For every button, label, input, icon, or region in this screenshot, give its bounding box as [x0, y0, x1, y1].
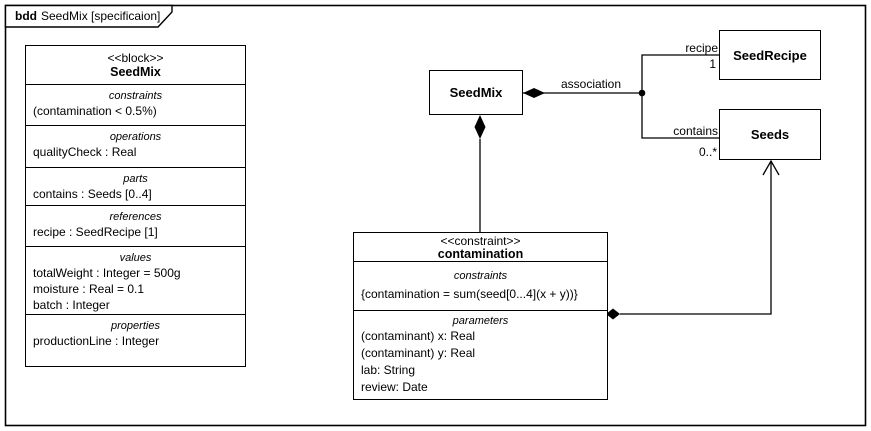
seeds-node-name: Seeds — [750, 127, 790, 142]
seedmix-parts-compartment: parts contains : Seeds [0..4] — [26, 167, 245, 205]
compartment-line: productionLine : Integer — [33, 334, 160, 348]
composition-edge-contamination-seeds — [606, 159, 780, 320]
compartment-line: moisture : Real = 0.1 — [33, 282, 145, 296]
seedrecipe-node-name: SeedRecipe — [733, 47, 807, 63]
compartment-label: parts — [123, 173, 148, 185]
compartment-label: parameters — [452, 315, 509, 327]
compartment-label: values — [119, 252, 152, 264]
contains-role-label: contains — [673, 124, 718, 138]
open-arrowhead-icon — [762, 159, 780, 176]
seedmix-properties-compartment: properties productionLine : Integer — [26, 314, 245, 366]
compartment-line: contains : Seeds [0..4] — [33, 187, 152, 201]
compartment-line: recipe : SeedRecipe [1] — [33, 225, 158, 239]
compartment-label: references — [109, 211, 162, 223]
contains-edge — [641, 93, 719, 139]
parameter-line: (contaminant) y: Real — [361, 346, 476, 360]
parameter-line: review: Date — [361, 380, 428, 394]
frame-title-tab: bdd SeedMix [specificaion] — [15, 9, 160, 23]
seedmix-node: SeedMix — [429, 70, 523, 115]
constraint-constraints-compartment: constraints {contamination = sum(seed[0.… — [354, 261, 607, 310]
contamination-constraint-block: <<constraint>> contamination constraints… — [353, 232, 608, 400]
seeds-node: Seeds — [719, 109, 821, 160]
compartment-label: operations — [109, 131, 162, 143]
parameter-line: lab: String — [361, 363, 416, 377]
constraint-stereotype: <<constraint>> — [440, 234, 521, 248]
composition-edge-seedmix-contamination — [474, 115, 486, 232]
constraint-parameters-compartment: parameters (contaminant) x: Real (contam… — [354, 310, 607, 399]
compartment-label: constraints — [108, 90, 163, 102]
seedmix-constraints-compartment: constraints (contamination < 0.5%) — [26, 84, 245, 125]
constraint-block-name: contamination — [437, 247, 524, 261]
frame-kind-label: bdd — [15, 9, 37, 23]
association-edge — [523, 88, 646, 98]
seedmix-header-compartment: <<block>> SeedMix — [26, 46, 245, 84]
seedmix-stereotype: <<block>> — [107, 51, 164, 65]
seedmix-references-compartment: references recipe : SeedRecipe [1] — [26, 205, 245, 246]
seedmix-operations-compartment: operations qualityCheck : Real — [26, 125, 245, 167]
contains-multiplicity-label: 0..* — [698, 145, 717, 159]
composition-diamond-icon — [474, 115, 486, 139]
frame-title: SeedMix [specificaion] — [41, 9, 161, 23]
compartment-label: properties — [111, 320, 160, 332]
compartment-line: totalWeight : Integer = 500g — [33, 266, 181, 280]
compartment-line: qualityCheck : Real — [33, 145, 137, 159]
association-edge-label: association — [560, 77, 622, 91]
compartment-line: (contamination < 0.5%) — [33, 104, 157, 118]
constraint-expression: {contamination = sum(seed[0...4](x + y))… — [361, 287, 578, 301]
frame-tab-shape — [4, 4, 173, 28]
seedmix-block-definition: <<block>> SeedMix constraints (contamina… — [25, 45, 246, 367]
constraint-header-compartment: <<constraint>> contamination — [354, 233, 607, 261]
compartment-label: constraints — [453, 270, 508, 282]
seedrecipe-node: SeedRecipe — [719, 30, 821, 80]
seedmix-node-name: SeedMix — [449, 85, 503, 100]
composition-diamond-icon — [523, 88, 545, 98]
seedmix-values-compartment: values totalWeight : Integer = 500g mois… — [26, 246, 245, 314]
compartment-line: batch : Integer — [33, 298, 110, 312]
recipe-role-label: recipe — [685, 41, 718, 55]
parameter-line: (contaminant) x: Real — [361, 329, 476, 343]
composition-diamond-icon — [606, 308, 620, 320]
recipe-multiplicity-label: 1 — [709, 57, 716, 71]
seedmix-block-name: SeedMix — [110, 65, 161, 79]
recipe-edge — [641, 54, 719, 93]
frame-border — [4, 4, 867, 427]
